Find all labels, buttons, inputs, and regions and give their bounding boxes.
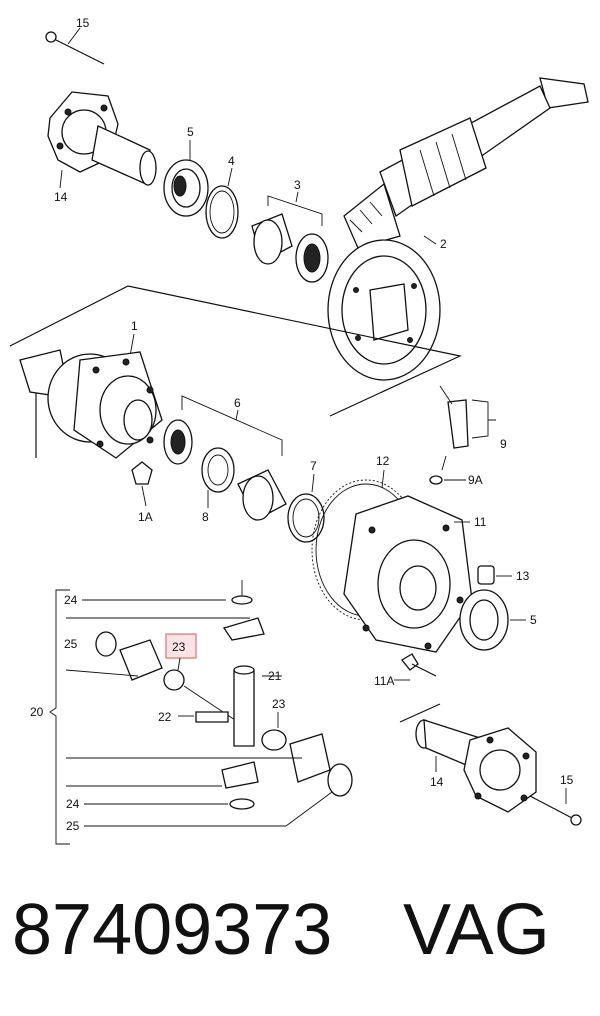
callout-8: 8 — [202, 510, 209, 524]
callout-14-upper: 14 — [54, 190, 68, 204]
callout-1A: 1A — [138, 510, 153, 524]
caption: 87409373 VAG — [0, 880, 600, 1016]
shim-ring-4 — [205, 167, 239, 239]
callout-24-lower: 24 — [66, 797, 80, 811]
screw-11A — [394, 653, 437, 681]
callout-4: 4 — [228, 154, 235, 168]
callout-5-lower: 5 — [530, 613, 537, 627]
diff-gear-group-20 — [49, 580, 353, 845]
callout-13: 13 — [516, 569, 530, 583]
callout-24-upper: 24 — [64, 593, 78, 607]
bearing-5-lower — [459, 589, 526, 651]
plug-13 — [477, 565, 512, 585]
callout-6: 6 — [234, 396, 241, 410]
output-flange-upper — [45, 27, 157, 189]
shim-ring-7 — [287, 473, 325, 543]
part-number: 87409373 — [12, 890, 333, 970]
callout-14-lower: 14 — [430, 775, 444, 789]
callout-22: 22 — [158, 710, 172, 724]
callout-2: 2 — [440, 237, 447, 251]
callout-3: 3 — [294, 178, 301, 192]
bearing-set-3 — [251, 191, 329, 283]
bearing-set-6 — [163, 395, 287, 521]
output-flange-lower — [399, 703, 582, 826]
highlight-box-23 — [165, 633, 197, 659]
pinion-shaft-2 — [343, 77, 589, 249]
callout-7: 7 — [310, 459, 317, 473]
callout-12: 12 — [376, 454, 390, 468]
diff-housing-1 — [19, 349, 163, 459]
callout-9: 9 — [500, 437, 507, 451]
callout-25-upper: 25 — [64, 637, 78, 651]
housing-box-outline — [9, 285, 462, 458]
callout-11A: 11A — [374, 674, 394, 688]
exploded-parts-diagram: 15 14 5 4 3 2 1 6 1A 8 7 12 9 9A 11 13 5… — [9, 16, 589, 845]
brand-name: VAG — [403, 890, 550, 970]
housing-cover-11 — [343, 495, 473, 653]
callout-20: 20 — [30, 705, 44, 719]
screw-1A — [131, 461, 153, 507]
callout-23-highlighted: 23 — [172, 640, 186, 654]
callout-21: 21 — [268, 669, 282, 683]
callout-15-upper: 15 — [76, 16, 90, 30]
callout-15-lower: 15 — [560, 773, 574, 787]
bearing-5-upper — [163, 140, 209, 217]
callout-5-upper: 5 — [187, 125, 194, 139]
callout-25-lower: 25 — [66, 819, 80, 833]
callout-11: 11 — [474, 515, 487, 529]
callout-9A: 9A — [468, 473, 483, 487]
crown-wheel — [327, 239, 441, 381]
callout-23: 23 — [272, 697, 286, 711]
sensor-9 — [429, 385, 496, 485]
callout-1: 1 — [131, 319, 138, 333]
